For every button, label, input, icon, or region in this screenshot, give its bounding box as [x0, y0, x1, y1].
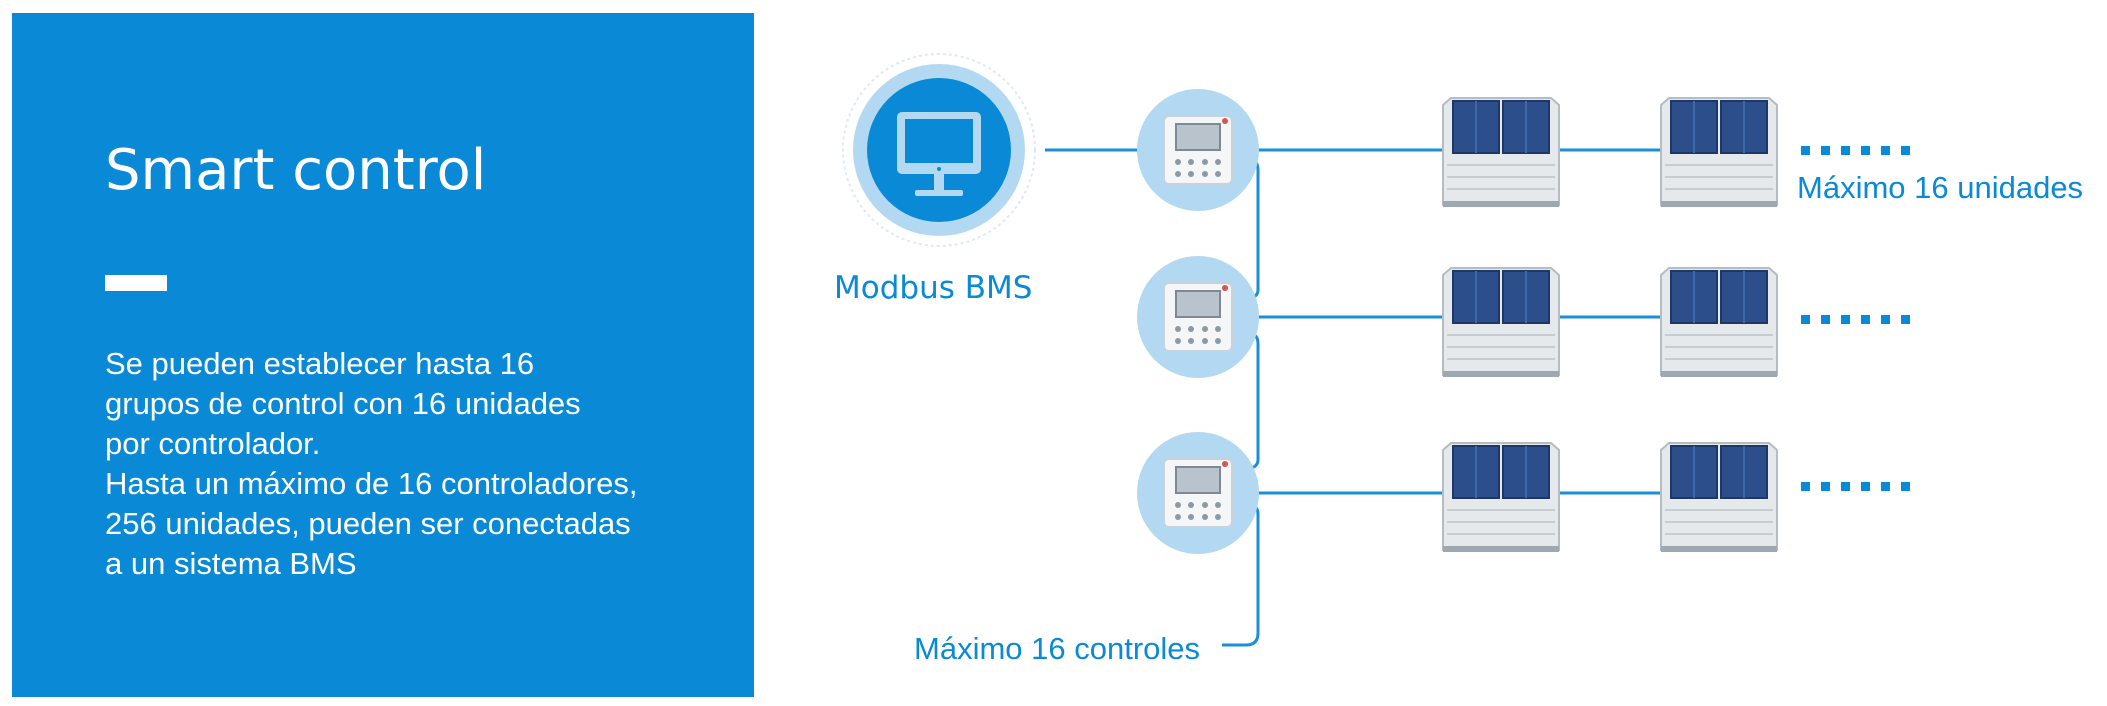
outdoor-unit-icon [1442, 97, 1560, 208]
panel-description: Se pueden establecer hasta 16 grupos de … [105, 344, 725, 584]
info-panel: Smart control Se pueden establecer hasta… [12, 13, 754, 697]
description-line: por controlador. [105, 426, 321, 461]
dotted-continuation-icon [1801, 315, 1910, 324]
description-line: Hasta un máximo de 16 controladores, [105, 466, 638, 501]
wall-controller-icon [1136, 431, 1260, 555]
dotted-continuation-icon [1801, 482, 1910, 491]
outdoor-unit-icon [1660, 442, 1778, 553]
outdoor-unit-icon [1442, 267, 1560, 378]
outdoor-unit-icon [1660, 267, 1778, 378]
wall-controller-icon [1136, 255, 1260, 379]
description-line: 256 unidades, pueden ser conectadas [105, 506, 631, 541]
outdoor-unit-icon [1660, 97, 1778, 208]
description-line: Se pueden establecer hasta 16 [105, 346, 535, 381]
connection-lines [1045, 148, 1668, 647]
monitor-icon [842, 53, 1036, 247]
description-line: a un sistema BMS [105, 546, 357, 581]
max-units-label: Máximo 16 unidades [1797, 170, 2084, 205]
max-controls-label: Máximo 16 controles [914, 631, 1201, 666]
bms-label: Modbus BMS [834, 270, 1033, 306]
title-underline [105, 275, 167, 291]
dotted-continuation-icon [1801, 146, 1910, 155]
panel-title: Smart control [105, 138, 487, 203]
description-line: grupos de control con 16 unidades [105, 386, 581, 421]
outdoor-unit-icon [1442, 442, 1560, 553]
wall-controller-icon [1136, 88, 1260, 212]
